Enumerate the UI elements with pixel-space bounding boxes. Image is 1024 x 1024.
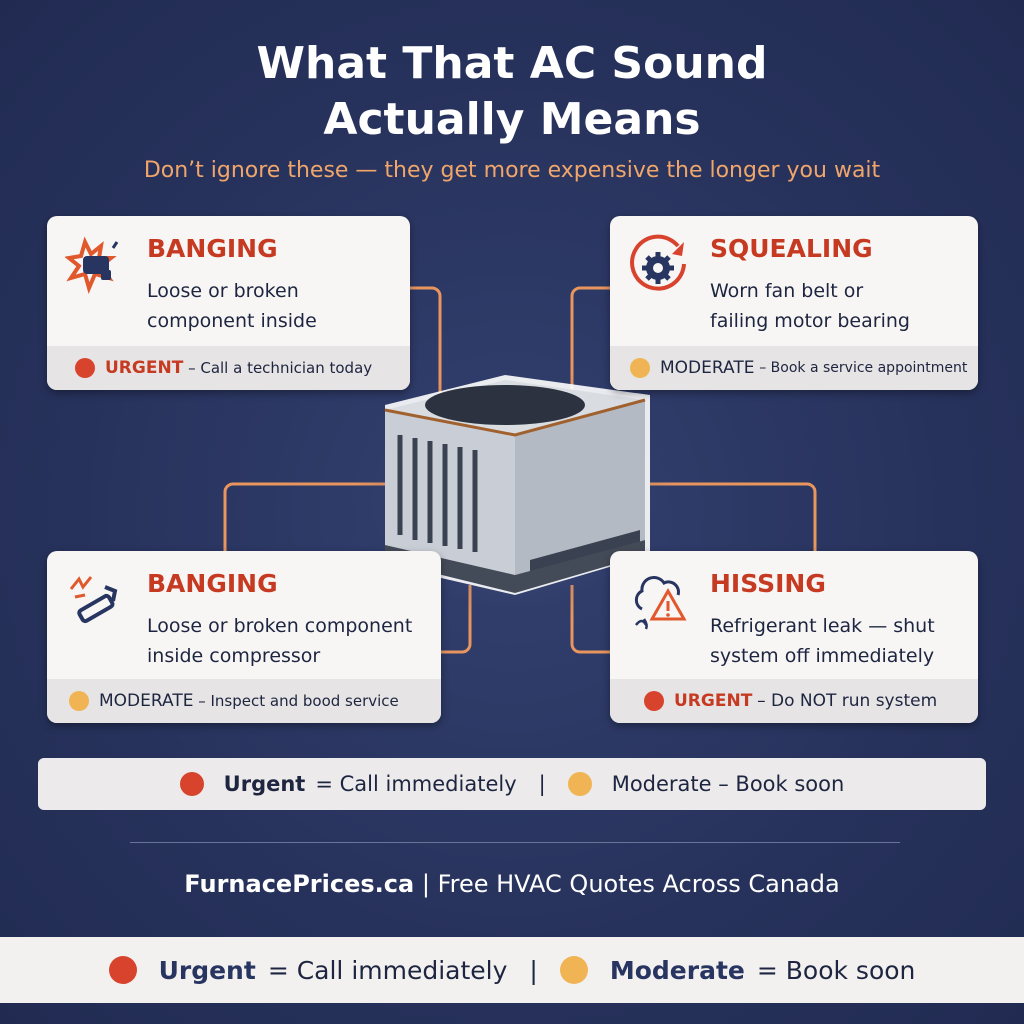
urgent-dot-icon [644,691,664,711]
severity-action: – Call a technician today [188,359,373,377]
connector-top-left [410,286,442,410]
brand-footer: FurnacePrices.ca | Free HVAC Quotes Acro… [0,870,1024,898]
severity-level: URGENT [674,691,753,711]
severity-row: URGENT – Do NOT run system [610,679,978,723]
connector-bottom-left-2 [441,585,472,654]
severity-action: – Inspect and bood service [198,692,399,710]
sound-heading: SQUEALING [710,234,873,263]
severity-row: MODERATE – Book a service appointment [610,346,978,390]
severity-row: MODERATE – Inspect and bood service [47,679,441,723]
title-line-2: Actually Means [323,94,701,145]
bottom-legend-urgent: Urgent [158,955,256,985]
desc-line: component inside [147,310,317,332]
desc-line: Worn fan belt or [710,280,864,302]
desc-line: Loose or broken component [147,615,413,637]
urgent-dot-icon [108,956,137,984]
connector-bottom-left [223,482,385,551]
bottom-legend-urgent-desc: = Call immediately [267,955,508,985]
severity-legend: Urgent = Call immediately | Moderate – B… [38,758,986,810]
brand-separator: | [421,870,430,898]
impact-burst-icon [65,236,119,294]
moderate-dot-icon [69,691,89,711]
broken-wrench-icon [69,576,118,624]
sound-card-hissing: HISSING Refrigerant leak — shut system of… [610,551,978,723]
brand-tagline: Free HVAC Quotes Across Canada [437,870,840,898]
sound-description: Loose or broken component inside compress… [147,611,412,671]
severity-level: MODERATE [99,691,194,711]
urgent-dot-icon [75,358,95,378]
moderate-dot-icon [559,956,588,984]
sound-card-banging-compressor: BANGING Loose or broken component inside … [47,551,441,723]
title-line-1: What That AC Sound [256,38,768,89]
sound-heading: BANGING [147,569,278,598]
moderate-dot-icon [630,358,650,378]
severity-level: MODERATE [660,358,755,378]
brand-name: FurnacePrices.ca [184,870,415,898]
connector-bottom-right [650,482,817,551]
desc-line: system off immediately [710,645,935,667]
sound-description: Worn fan belt or failing motor bearing [710,276,910,336]
desc-line: inside compressor [147,645,321,667]
desc-line: Loose or broken [147,280,299,302]
legend-urgent-desc: = Call immediately [315,772,517,796]
bottom-legend-bar: Urgent = Call immediately | Moderate = B… [0,937,1024,1003]
bottom-legend-separator: | [529,955,538,985]
desc-line: failing motor bearing [710,310,910,332]
moderate-dot-icon [567,772,592,796]
bottom-legend-moderate: Moderate [609,955,745,985]
subtitle: Don’t ignore these — they get more expen… [143,158,881,183]
connector-bottom-right-2 [570,585,610,654]
severity-level: URGENT [105,358,184,378]
sound-description: Loose or broken component inside [147,276,317,336]
sound-description: Refrigerant leak — shut system off immedi… [710,611,935,671]
urgent-dot-icon [179,772,204,796]
connector-top-right [570,286,610,410]
sound-heading: BANGING [147,234,278,263]
sound-card-squealing: SQUEALING Worn fan belt or failing motor … [610,216,978,390]
severity-action: – Do NOT run system [757,691,938,711]
legend-separator: | [538,772,546,796]
gear-arrow-icon [630,234,686,291]
sound-heading: HISSING [710,569,826,598]
desc-line: Refrigerant leak — shut [710,615,935,637]
severity-row: URGENT – Call a technician today [47,346,410,390]
divider [130,842,900,843]
legend-urgent: Urgent [223,772,306,796]
severity-action: – Book a service appointment [759,360,968,376]
legend-moderate: Moderate – Book soon [611,772,845,796]
cloud-warning-icon [634,576,687,630]
bottom-legend-moderate-desc: = Book soon [756,955,916,985]
